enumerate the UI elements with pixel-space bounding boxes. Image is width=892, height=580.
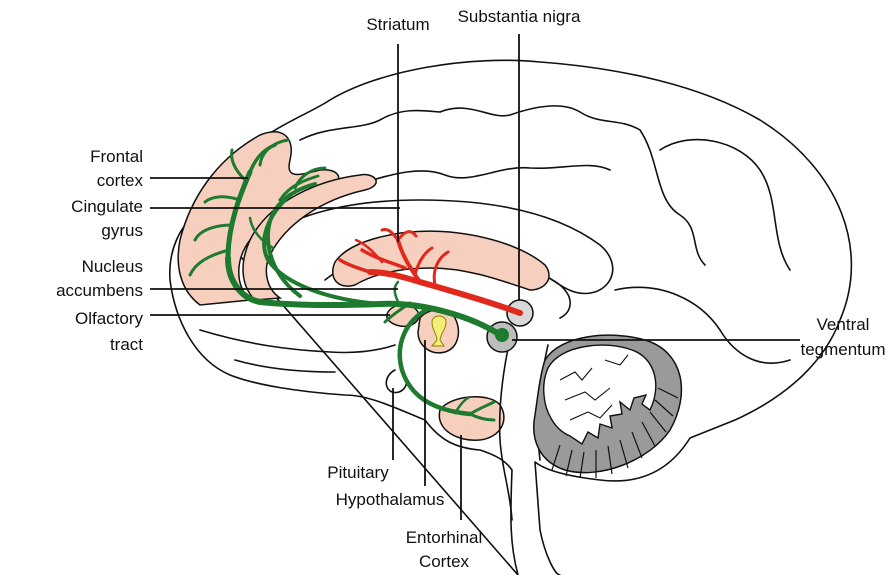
cortex-fold-2 bbox=[440, 106, 640, 130]
striatum-region bbox=[333, 231, 549, 290]
temporal-fold bbox=[200, 330, 395, 353]
label-substantia-nigra: Substantia nigra bbox=[458, 7, 581, 26]
label-nucleus-accumbens-line2: accumbens bbox=[56, 281, 143, 300]
cortex-fold-3 bbox=[355, 165, 610, 185]
cortex-fold-1 bbox=[300, 110, 440, 140]
label-pituitary: Pituitary bbox=[327, 463, 389, 482]
label-frontal-cortex-line1: Frontal bbox=[90, 147, 143, 166]
label-frontal-cortex-line2: cortex bbox=[97, 171, 144, 190]
label-nucleus-accumbens-line1: Nucleus bbox=[82, 257, 143, 276]
label-ventral-tegmentum-line1: Ventral bbox=[817, 315, 870, 334]
cortex-fold-5 bbox=[660, 140, 790, 270]
label-hypothalamus: Hypothalamus bbox=[336, 490, 445, 509]
label-entorhinal-cortex-line1: Entorhinal bbox=[406, 528, 483, 547]
temporal-fold-2 bbox=[235, 360, 335, 372]
label-olfactory-tract-line1: Olfactory bbox=[75, 309, 144, 328]
cortex-fold-4 bbox=[640, 130, 705, 265]
label-striatum: Striatum bbox=[366, 15, 429, 34]
label-cingulate-gyrus-line1: Cingulate bbox=[71, 197, 143, 216]
label-olfactory-tract-line2: tract bbox=[110, 335, 143, 354]
label-entorhinal-cortex-line2: Cortex bbox=[419, 552, 470, 571]
label-cingulate-gyrus-line2: gyrus bbox=[101, 221, 143, 240]
label-ventral-tegmentum-line2: tegmentum bbox=[800, 340, 885, 359]
